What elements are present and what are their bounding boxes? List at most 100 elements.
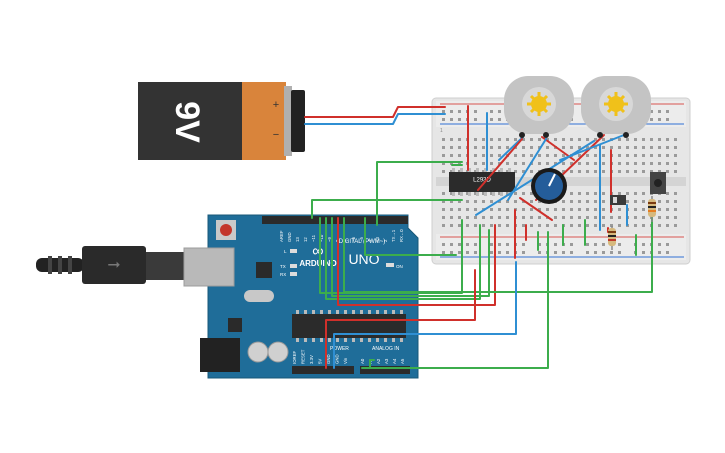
breadboard-hole: [474, 192, 477, 195]
breadboard-hole: [562, 162, 565, 165]
breadboard-hole: [474, 200, 477, 203]
chip-pin: [360, 310, 363, 314]
battery-9v[interactable]: 9V + −: [138, 82, 305, 160]
breadboard-hole: [658, 162, 661, 165]
breadboard-hole: [458, 162, 461, 165]
resistor-2[interactable]: [648, 196, 656, 222]
rail-hole: [570, 251, 573, 254]
rail-hole: [506, 243, 509, 246]
power-header[interactable]: [292, 366, 354, 374]
pin-label: A3: [384, 358, 389, 364]
chip-pin: [500, 168, 503, 172]
breadboard-hole: [474, 138, 477, 141]
chip-pin: [352, 310, 355, 314]
pin-label: 2: [383, 239, 388, 242]
breadboard-hole: [562, 154, 565, 157]
breadboard-hole: [498, 192, 501, 195]
breadboard-hole: [546, 224, 549, 227]
breadboard-hole: [674, 192, 677, 195]
wire-5v: [325, 269, 476, 369]
breadboard-hole: [450, 200, 453, 203]
resistor-1[interactable]: [608, 226, 616, 250]
breadboard-hole: [650, 170, 653, 173]
chip-pin: [376, 338, 379, 342]
analog-header[interactable]: [360, 366, 410, 374]
breadboard-hole: [642, 162, 645, 165]
breadboard-hole: [586, 200, 589, 203]
breadboard-hole: [578, 200, 581, 203]
breadboard-hole: [538, 224, 541, 227]
breadboard-hole: [450, 170, 453, 173]
breadboard-hole: [450, 138, 453, 141]
pin-label: ~6: [351, 236, 356, 242]
rail-hole: [666, 110, 669, 113]
breadboard-hole: [458, 216, 461, 219]
breadboard-hole: [554, 154, 557, 157]
pin-label: RX←0: [399, 229, 404, 242]
l293d-driver-chip[interactable]: L293D: [449, 168, 515, 196]
dc-motor-1[interactable]: [504, 76, 574, 138]
wires[interactable]: [304, 105, 653, 369]
breadboard-hole: [498, 162, 501, 165]
rail-hole: [666, 251, 669, 254]
breadboard-hole: [618, 162, 621, 165]
rail-hole: [466, 251, 469, 254]
wire-a0: [361, 231, 549, 369]
chip-pin: [328, 338, 331, 342]
rail-hole: [642, 243, 645, 246]
rail-hole: [658, 118, 661, 121]
rail-hole: [474, 243, 477, 246]
breadboard-hole: [586, 146, 589, 149]
rail-hole: [658, 110, 661, 113]
breadboard-hole: [658, 138, 661, 141]
breadboard-hole: [442, 146, 445, 149]
breadboard-hole: [618, 216, 621, 219]
digital-header[interactable]: [262, 216, 408, 224]
breadboard-hole: [498, 208, 501, 211]
chip-pin: [376, 310, 379, 314]
wire-green-5: [331, 217, 490, 297]
slide-switch[interactable]: [610, 195, 626, 205]
breadboard-hole: [642, 154, 645, 157]
breadboard-hole: [522, 170, 525, 173]
chip-pin: [392, 338, 395, 342]
rail-hole: [562, 251, 565, 254]
breadboard-hole: [674, 224, 677, 227]
breadboard-hole: [602, 170, 605, 173]
chip-pin: [476, 168, 479, 172]
push-button-icon[interactable]: [650, 172, 666, 194]
breadboard-hole: [578, 154, 581, 157]
breadboard-hole: [506, 170, 509, 173]
breadboard-hole: [474, 162, 477, 165]
breadboard-hole: [482, 224, 485, 227]
breadboard-hole: [658, 146, 661, 149]
rail-hole: [650, 110, 653, 113]
breadboard-hole: [458, 146, 461, 149]
breadboard-hole: [594, 138, 597, 141]
breadboard-hole: [642, 216, 645, 219]
breadboard-hole: [642, 224, 645, 227]
breadboard-hole: [602, 146, 605, 149]
breadboard-hole: [594, 146, 597, 149]
breadboard-hole: [634, 146, 637, 149]
breadboard-hole: [578, 146, 581, 149]
chip-pin: [336, 310, 339, 314]
potentiometer-icon[interactable]: [531, 168, 567, 204]
dc-motor-2[interactable]: [581, 76, 651, 138]
breadboard-hole: [578, 216, 581, 219]
chip-pin: [500, 192, 503, 196]
breadboard-hole: [498, 138, 501, 141]
breadboard-hole: [634, 224, 637, 227]
breadboard-hole: [506, 200, 509, 203]
breadboard-hole: [538, 146, 541, 149]
pin-label: ~11: [311, 234, 316, 242]
breadboard-column-label: 1: [440, 128, 443, 134]
breadboard-hole: [578, 162, 581, 165]
pin-label: A5: [400, 358, 405, 364]
wire-green-8: [364, 217, 457, 256]
rail-hole: [666, 243, 669, 246]
chip-pin: [392, 310, 395, 314]
wire-red-6: [337, 217, 496, 306]
breadboard-hole: [482, 154, 485, 157]
rail-hole: [522, 251, 525, 254]
